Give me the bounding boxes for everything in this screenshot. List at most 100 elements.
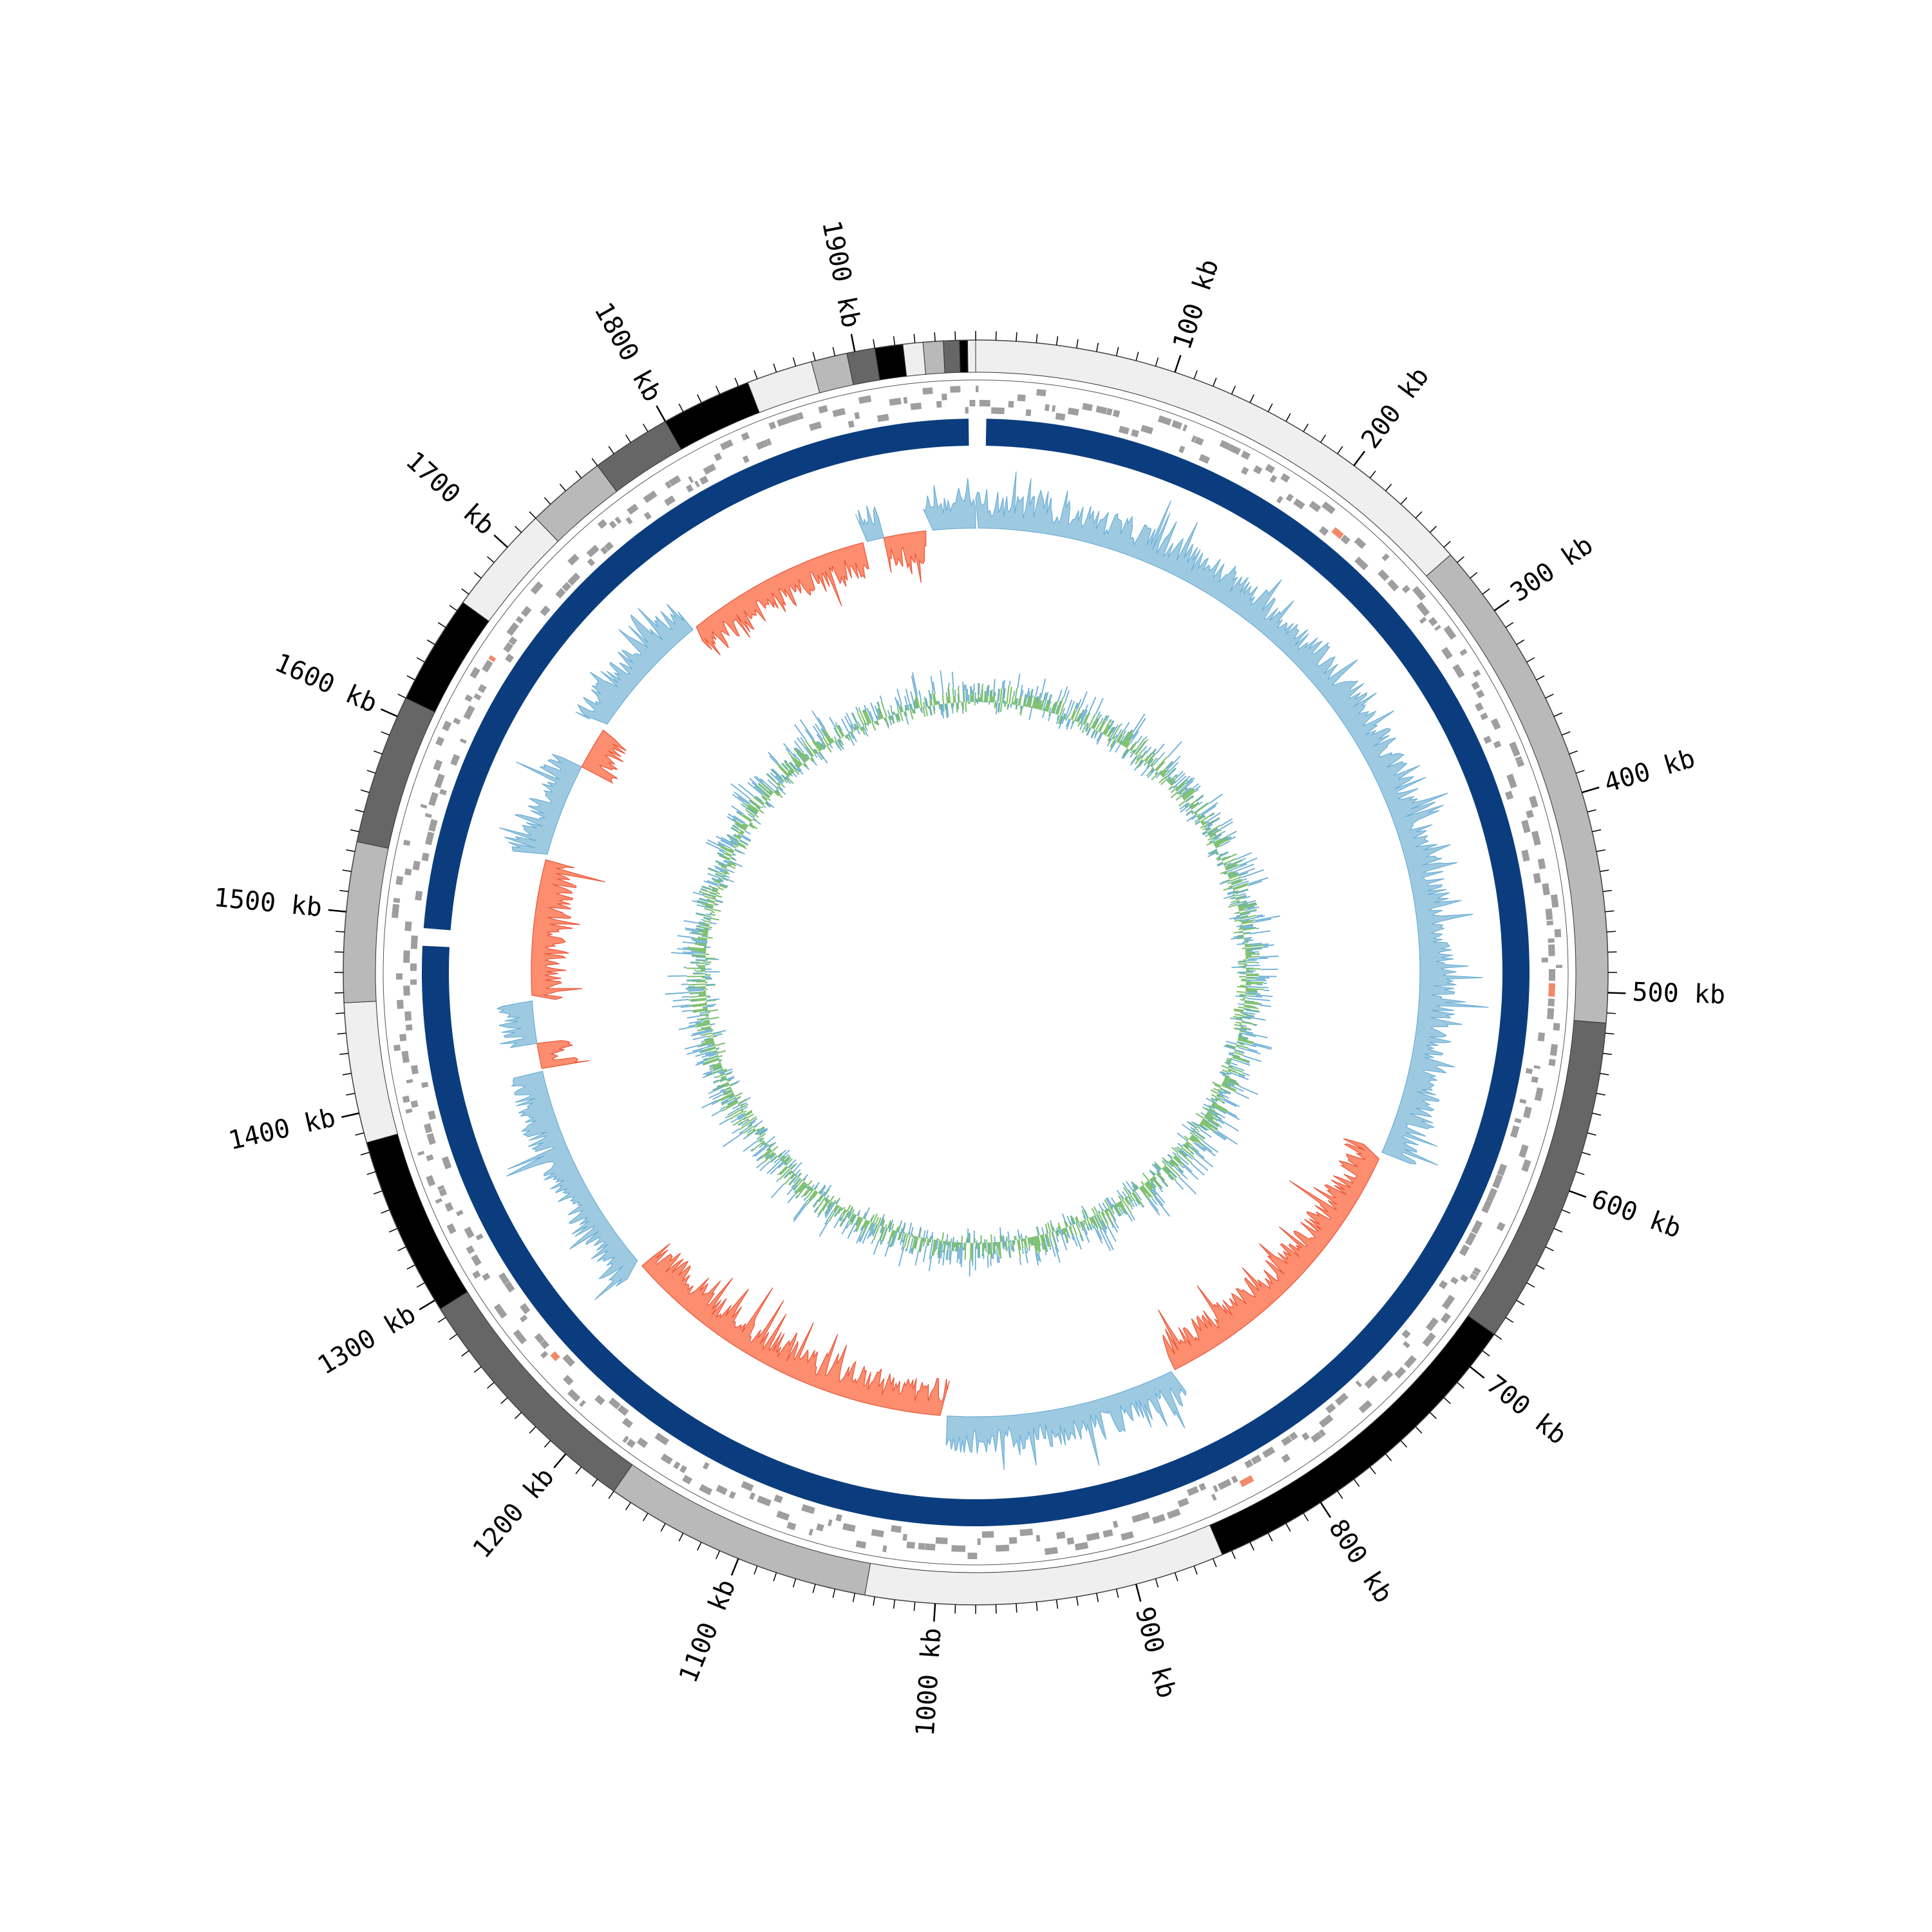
content-bar-positive [849,1213,854,1222]
content-bar-negative [866,708,874,723]
content-bar-negative [1109,719,1112,723]
content-bar-negative [766,1141,777,1151]
content-bar-positive [1217,862,1224,866]
content-bar-positive [885,1224,887,1228]
minor-tick [1415,1426,1423,1434]
content-bar-positive [1011,696,1014,705]
content-bar-positive [855,1216,860,1224]
content-bar-negative [837,1208,841,1214]
content-bar-positive [757,1126,764,1133]
content-bar-positive [990,1234,992,1243]
content-bar-positive [735,822,747,830]
content-bar-negative [682,941,696,944]
content-bar-positive [1188,1121,1198,1129]
content-bar-negative [1160,1179,1168,1188]
content-bar-negative [729,1080,741,1086]
gene-feature [464,694,473,703]
content-bar-negative [820,743,826,750]
minor-tick [792,1578,797,1588]
content-bar-positive [1235,895,1247,899]
content-bar-negative [1236,913,1251,917]
major-tick [1607,992,1626,994]
tick-label: 1600 kb [270,648,382,719]
content-bar-negative [790,1164,795,1170]
content-bar-positive [1177,792,1179,795]
gene-feature [1055,412,1066,421]
content-bar-negative [701,1052,718,1058]
content-bar-negative [776,1178,780,1182]
content-bar-negative [725,1075,735,1081]
content-bar-negative [1243,902,1256,907]
content-bar-positive [897,1232,902,1240]
content-bar-negative [786,775,789,778]
gene-feature [679,1465,687,1473]
content-bar-negative [692,1010,697,1012]
gene-feature [402,1095,410,1103]
content-bar-negative [985,1242,987,1253]
gene-feature [1509,741,1520,757]
content-bar-negative [872,1224,878,1237]
gene-feature [1537,858,1546,869]
content-bar-positive [888,715,891,721]
minor-tick [381,731,390,736]
content-bar-negative [696,925,701,927]
content-bar-negative [874,705,880,719]
gene-feature [1548,938,1555,943]
content-bar-positive [946,1241,950,1260]
gene-feature [773,1494,783,1504]
content-bar-positive [1018,698,1021,706]
content-bar-positive [717,878,722,882]
content-bar-negative [922,1245,927,1262]
content-bar-positive [922,706,926,717]
content-bar-positive [1052,1227,1056,1232]
content-bar-negative [817,717,826,730]
content-bar-positive [1193,1128,1196,1131]
content-bar-positive [1151,766,1153,768]
content-bar-positive [810,1188,813,1191]
minor-tick [734,377,739,387]
minor-tick [1095,343,1099,352]
minor-tick [1592,1112,1602,1116]
content-bar-negative [793,1199,809,1220]
content-bar-positive [1223,871,1227,875]
content-bar-positive [1189,1137,1195,1143]
content-bar-positive [687,980,706,981]
content-bar-negative [1130,730,1133,734]
content-bar-positive [1226,864,1240,871]
gene-feature [563,1374,574,1386]
content-bar-positive [858,708,867,726]
content-bar-positive [1099,721,1106,733]
minor-tick [697,394,702,403]
gene-feature [562,1354,575,1367]
content-bar-negative [1102,1202,1108,1212]
content-bar-negative [1010,704,1012,708]
content-bar-negative [1255,915,1280,922]
content-bar-negative [985,690,987,703]
content-bar-positive [907,706,910,711]
content-bar-positive [878,717,880,720]
content-bar-positive [741,1103,749,1109]
content-bar-negative [696,956,706,958]
content-bar-positive [761,806,764,809]
content-bar-positive [905,1235,911,1252]
gene-feature [1547,1008,1555,1019]
content-bar-positive [1190,801,1199,809]
content-bar-negative [696,1056,719,1064]
content-bar-negative [1245,995,1262,998]
content-bar-positive [704,895,715,900]
content-bar-negative [1180,805,1189,813]
content-bar-negative [705,1050,717,1056]
content-bar-positive [1046,701,1052,712]
gene-feature [1546,920,1553,926]
gene-feature [1265,464,1275,474]
minor-tick [544,497,551,505]
content-bar-positive [776,788,779,791]
gene-feature [515,616,524,624]
content-bar-negative [692,900,703,904]
content-bar-negative [1244,906,1260,911]
content-bar-negative [904,711,909,725]
outer-segment [922,340,945,375]
content-bar-positive [872,1224,878,1235]
major-tick [493,535,508,548]
content-bar-positive [1245,944,1264,948]
